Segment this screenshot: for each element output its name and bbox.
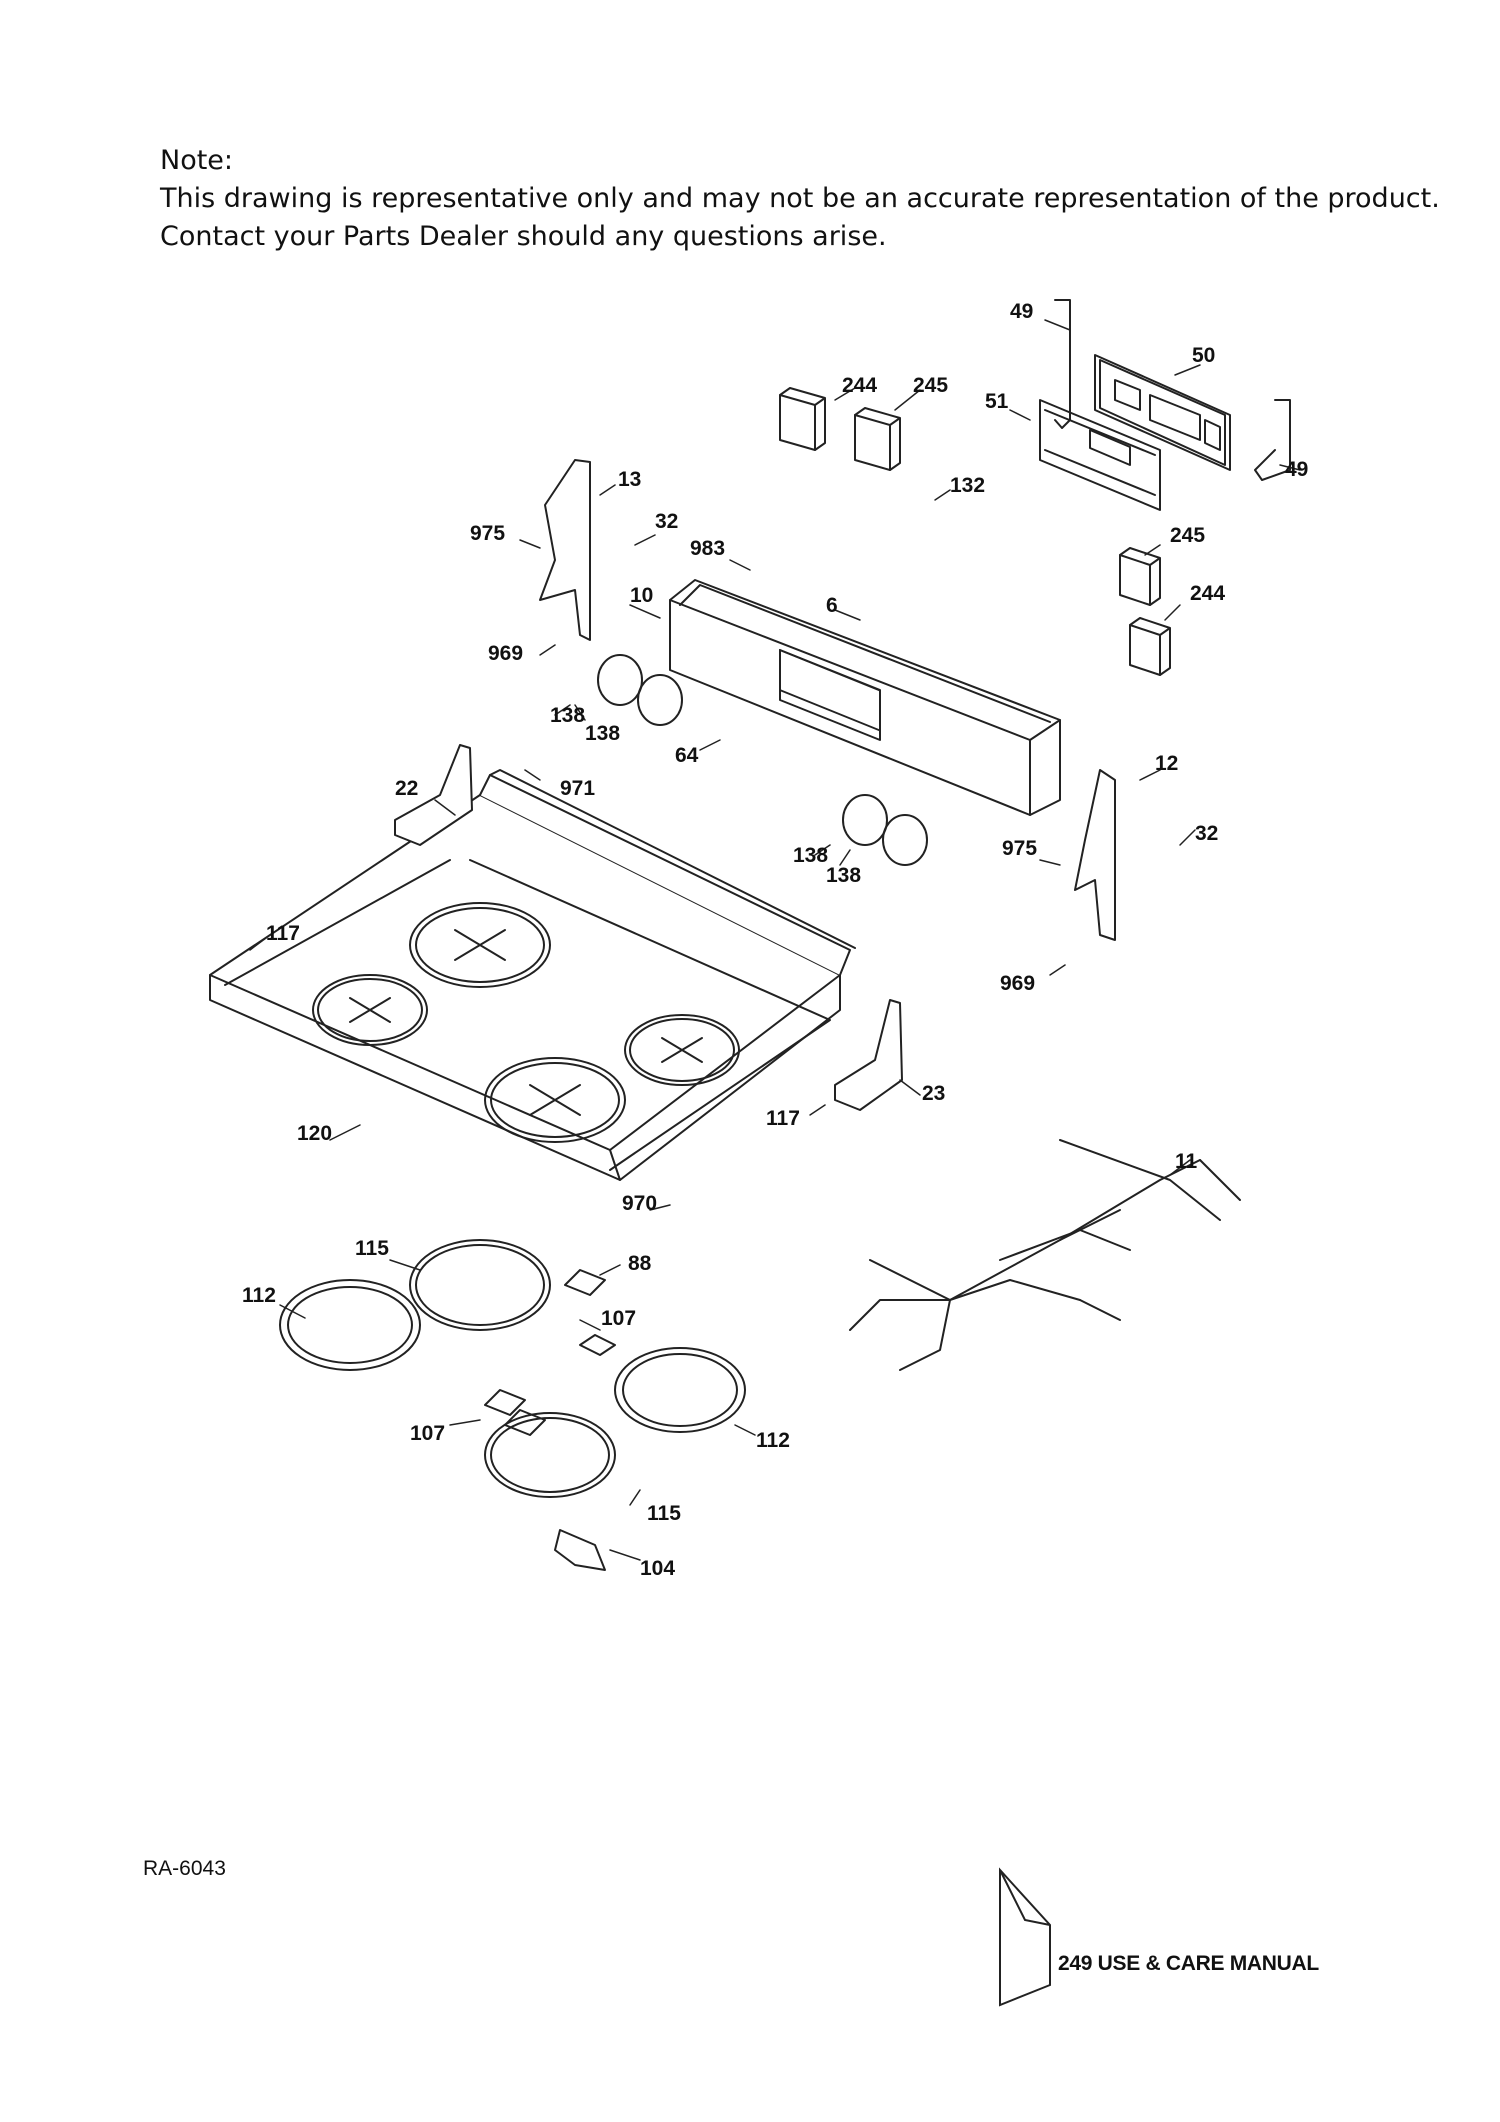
display-control-board [1094, 354, 1231, 471]
callout-138: 138 [826, 864, 861, 887]
note-line-2: Contact your Parts Dealer should any que… [160, 221, 887, 252]
callout-132: 132 [950, 474, 985, 497]
end-cap-brackets [1054, 299, 1291, 481]
callout-969: 969 [488, 642, 523, 665]
cooktop-glass [209, 769, 856, 1181]
callout-51: 51 [985, 390, 1009, 413]
callout-112: 112 [242, 1284, 276, 1307]
disclaimer-note: Note: This drawing is representative onl… [160, 142, 1440, 256]
callout-12: 12 [1155, 752, 1178, 775]
note-heading: Note: [160, 145, 234, 176]
callout-975: 975 [470, 522, 505, 545]
callout-115: 115 [647, 1502, 681, 1525]
infinite-switches [779, 387, 1171, 676]
callout-244: 244 [842, 374, 877, 397]
callout-975: 975 [1002, 837, 1037, 860]
callout-969: 969 [1000, 972, 1035, 995]
callout-13: 13 [618, 468, 641, 491]
note-line-1: This drawing is representative only and … [160, 183, 1440, 214]
callout-88: 88 [628, 1252, 652, 1275]
callout-983: 983 [690, 537, 725, 560]
callout-49: 49 [1285, 458, 1308, 481]
diagram-reference-code: RA-6043 [143, 1857, 226, 1880]
callout-138: 138 [550, 704, 585, 727]
callout-49: 49 [1010, 300, 1033, 323]
callout-117: 117 [266, 922, 300, 945]
callout-22: 22 [395, 777, 418, 800]
callout-leaders [249, 319, 1301, 1561]
callout-138: 138 [793, 844, 828, 867]
backguard-panel [669, 579, 1061, 816]
side-trims [539, 459, 1116, 941]
callout-23: 23 [922, 1082, 945, 1105]
callout-115: 115 [355, 1237, 389, 1260]
control-panel-overlay [1039, 399, 1161, 511]
callout-50: 50 [1192, 344, 1215, 367]
callout-107: 107 [601, 1307, 636, 1330]
callout-244: 244 [1190, 582, 1225, 605]
wire-harness [849, 1139, 1241, 1371]
callout-120: 120 [297, 1122, 332, 1145]
manual-reference: 249 USE & CARE MANUAL [1058, 1952, 1319, 1975]
callout-245: 245 [913, 374, 948, 397]
callout-138: 138 [585, 722, 620, 745]
control-knobs [597, 654, 928, 866]
callout-112: 112 [756, 1429, 790, 1452]
callout-64: 64 [675, 744, 699, 767]
callout-labels: 49 50 244 245 51 49 132 13 975 32 983 24… [242, 300, 1308, 1580]
page-corner-icon [999, 1867, 1051, 2007]
surface-burner-markings [312, 902, 740, 1143]
small-hardware [484, 1269, 616, 1571]
callout-245: 245 [1170, 524, 1205, 547]
callout-971: 971 [560, 777, 595, 800]
callout-32: 32 [1195, 822, 1218, 845]
callout-6: 6 [826, 594, 838, 617]
radiant-elements [279, 1239, 746, 1498]
callout-11: 11 [1175, 1150, 1198, 1173]
callout-117: 117 [766, 1107, 800, 1130]
mounting-brackets [394, 744, 903, 1111]
callout-107: 107 [410, 1422, 445, 1445]
callout-104: 104 [640, 1557, 675, 1580]
callout-32: 32 [655, 510, 678, 533]
callout-10: 10 [630, 584, 653, 607]
callout-970: 970 [622, 1192, 657, 1215]
